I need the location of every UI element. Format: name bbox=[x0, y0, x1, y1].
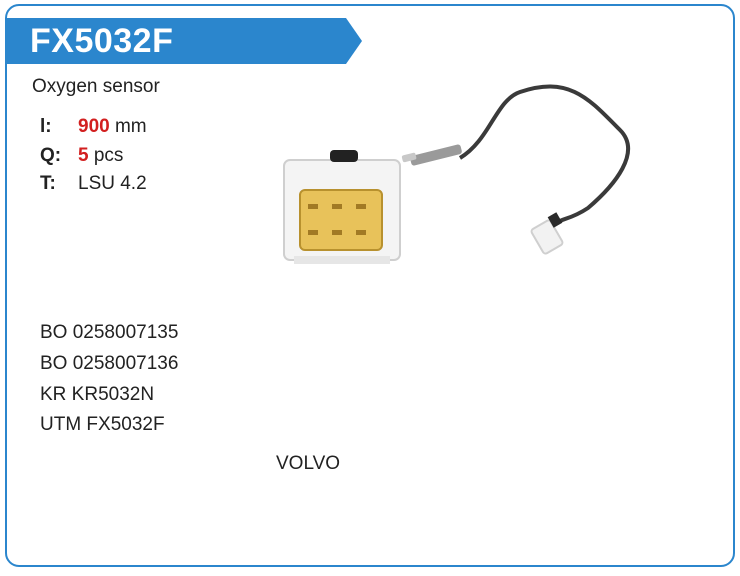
product-card bbox=[5, 4, 735, 567]
spec-type-key: T: bbox=[40, 173, 56, 194]
cross-reference-item: UTM FX5032F bbox=[40, 414, 165, 435]
spec-length-unit: mm bbox=[114, 116, 147, 137]
product-code: FX5032F bbox=[30, 22, 174, 60]
oxygen-sensor-photo bbox=[270, 80, 670, 300]
banner-shape bbox=[6, 18, 362, 64]
spec-length-key: l: bbox=[40, 116, 52, 137]
spec-quantity-value: 5 bbox=[78, 145, 89, 166]
spec-quantity: Q: 5 pcs bbox=[40, 145, 123, 167]
application-brand: VOLVO bbox=[276, 453, 341, 474]
product-name: Oxygen sensor bbox=[32, 76, 160, 97]
spec-length-value: 900 bbox=[78, 116, 110, 137]
spec-quantity-key: Q: bbox=[40, 145, 62, 166]
cross-reference-item: BO 0258007135 bbox=[40, 322, 179, 343]
spec-type: T: LSU 4.2 bbox=[40, 173, 147, 195]
spec-type-value: LSU 4.2 bbox=[78, 173, 147, 194]
spec-length: l: 900 mm bbox=[40, 116, 147, 138]
product-code-banner bbox=[6, 18, 362, 64]
cross-reference-item: BO 0258007136 bbox=[40, 353, 179, 374]
cross-reference-item: KR KR5032N bbox=[40, 384, 155, 405]
spec-quantity-unit: pcs bbox=[93, 145, 124, 166]
